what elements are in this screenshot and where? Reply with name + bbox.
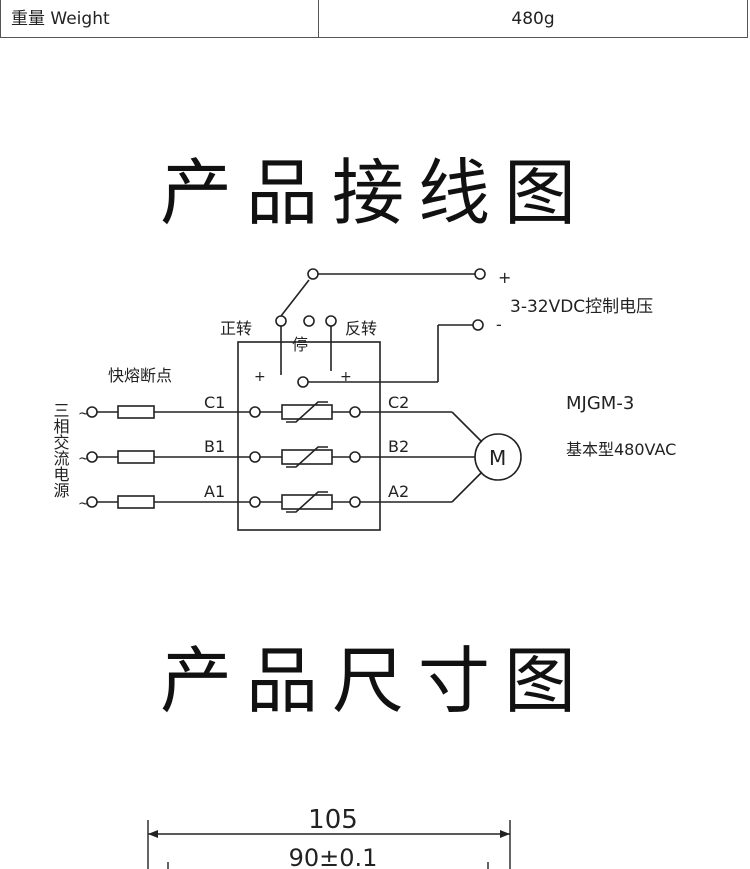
model-label: MJGM-3 — [566, 393, 634, 414]
spec-value: 480g — [511, 9, 555, 29]
fuse-label: 快熔断点 — [108, 366, 172, 385]
control-voltage-label: 3-32VDC控制电压 — [510, 297, 653, 317]
control-plus: + — [498, 268, 511, 287]
input-a-label: A1 — [204, 482, 225, 501]
terminal-plus-right: + — [340, 369, 352, 385]
spec-row-weight: 重量 Weight 480g — [0, 0, 748, 38]
input-b-label: B1 — [204, 437, 225, 456]
input-c-label: C1 — [204, 393, 225, 412]
tilde-b: ~ — [78, 451, 90, 467]
output-a-label: A2 — [388, 482, 409, 501]
tilde-a: ~ — [78, 496, 90, 512]
tilde-c: ~ — [78, 406, 90, 422]
power-source-label: 三相交流电源 — [51, 402, 70, 499]
output-c-label: C2 — [388, 393, 409, 412]
motor-label: M — [489, 446, 506, 470]
stop-label: 停 — [292, 335, 308, 354]
output-b-label: B2 — [388, 437, 409, 456]
spec-label: 重量 Weight — [1, 0, 319, 37]
dimension-drawing: 105 90±0.1 — [147, 805, 511, 869]
terminal-plus-left: + — [254, 369, 266, 385]
control-minus: - — [496, 315, 502, 334]
dimension-diagram-title: 产品尺寸图 — [159, 639, 590, 723]
forward-label: 正转 — [220, 319, 252, 338]
overall-width-label: 105 — [308, 805, 358, 835]
reverse-label: 反转 — [345, 319, 377, 338]
hole-spacing-label: 90±0.1 — [289, 844, 378, 869]
model-spec-label: 基本型480VAC — [566, 440, 676, 459]
wiring-diagram-title: 产品接线图 — [159, 151, 590, 235]
wiring-diagram: + - 3-32VDC控制电压 正转 停 反转 + + 快熔断点 三相交流电源 … — [51, 268, 676, 531]
